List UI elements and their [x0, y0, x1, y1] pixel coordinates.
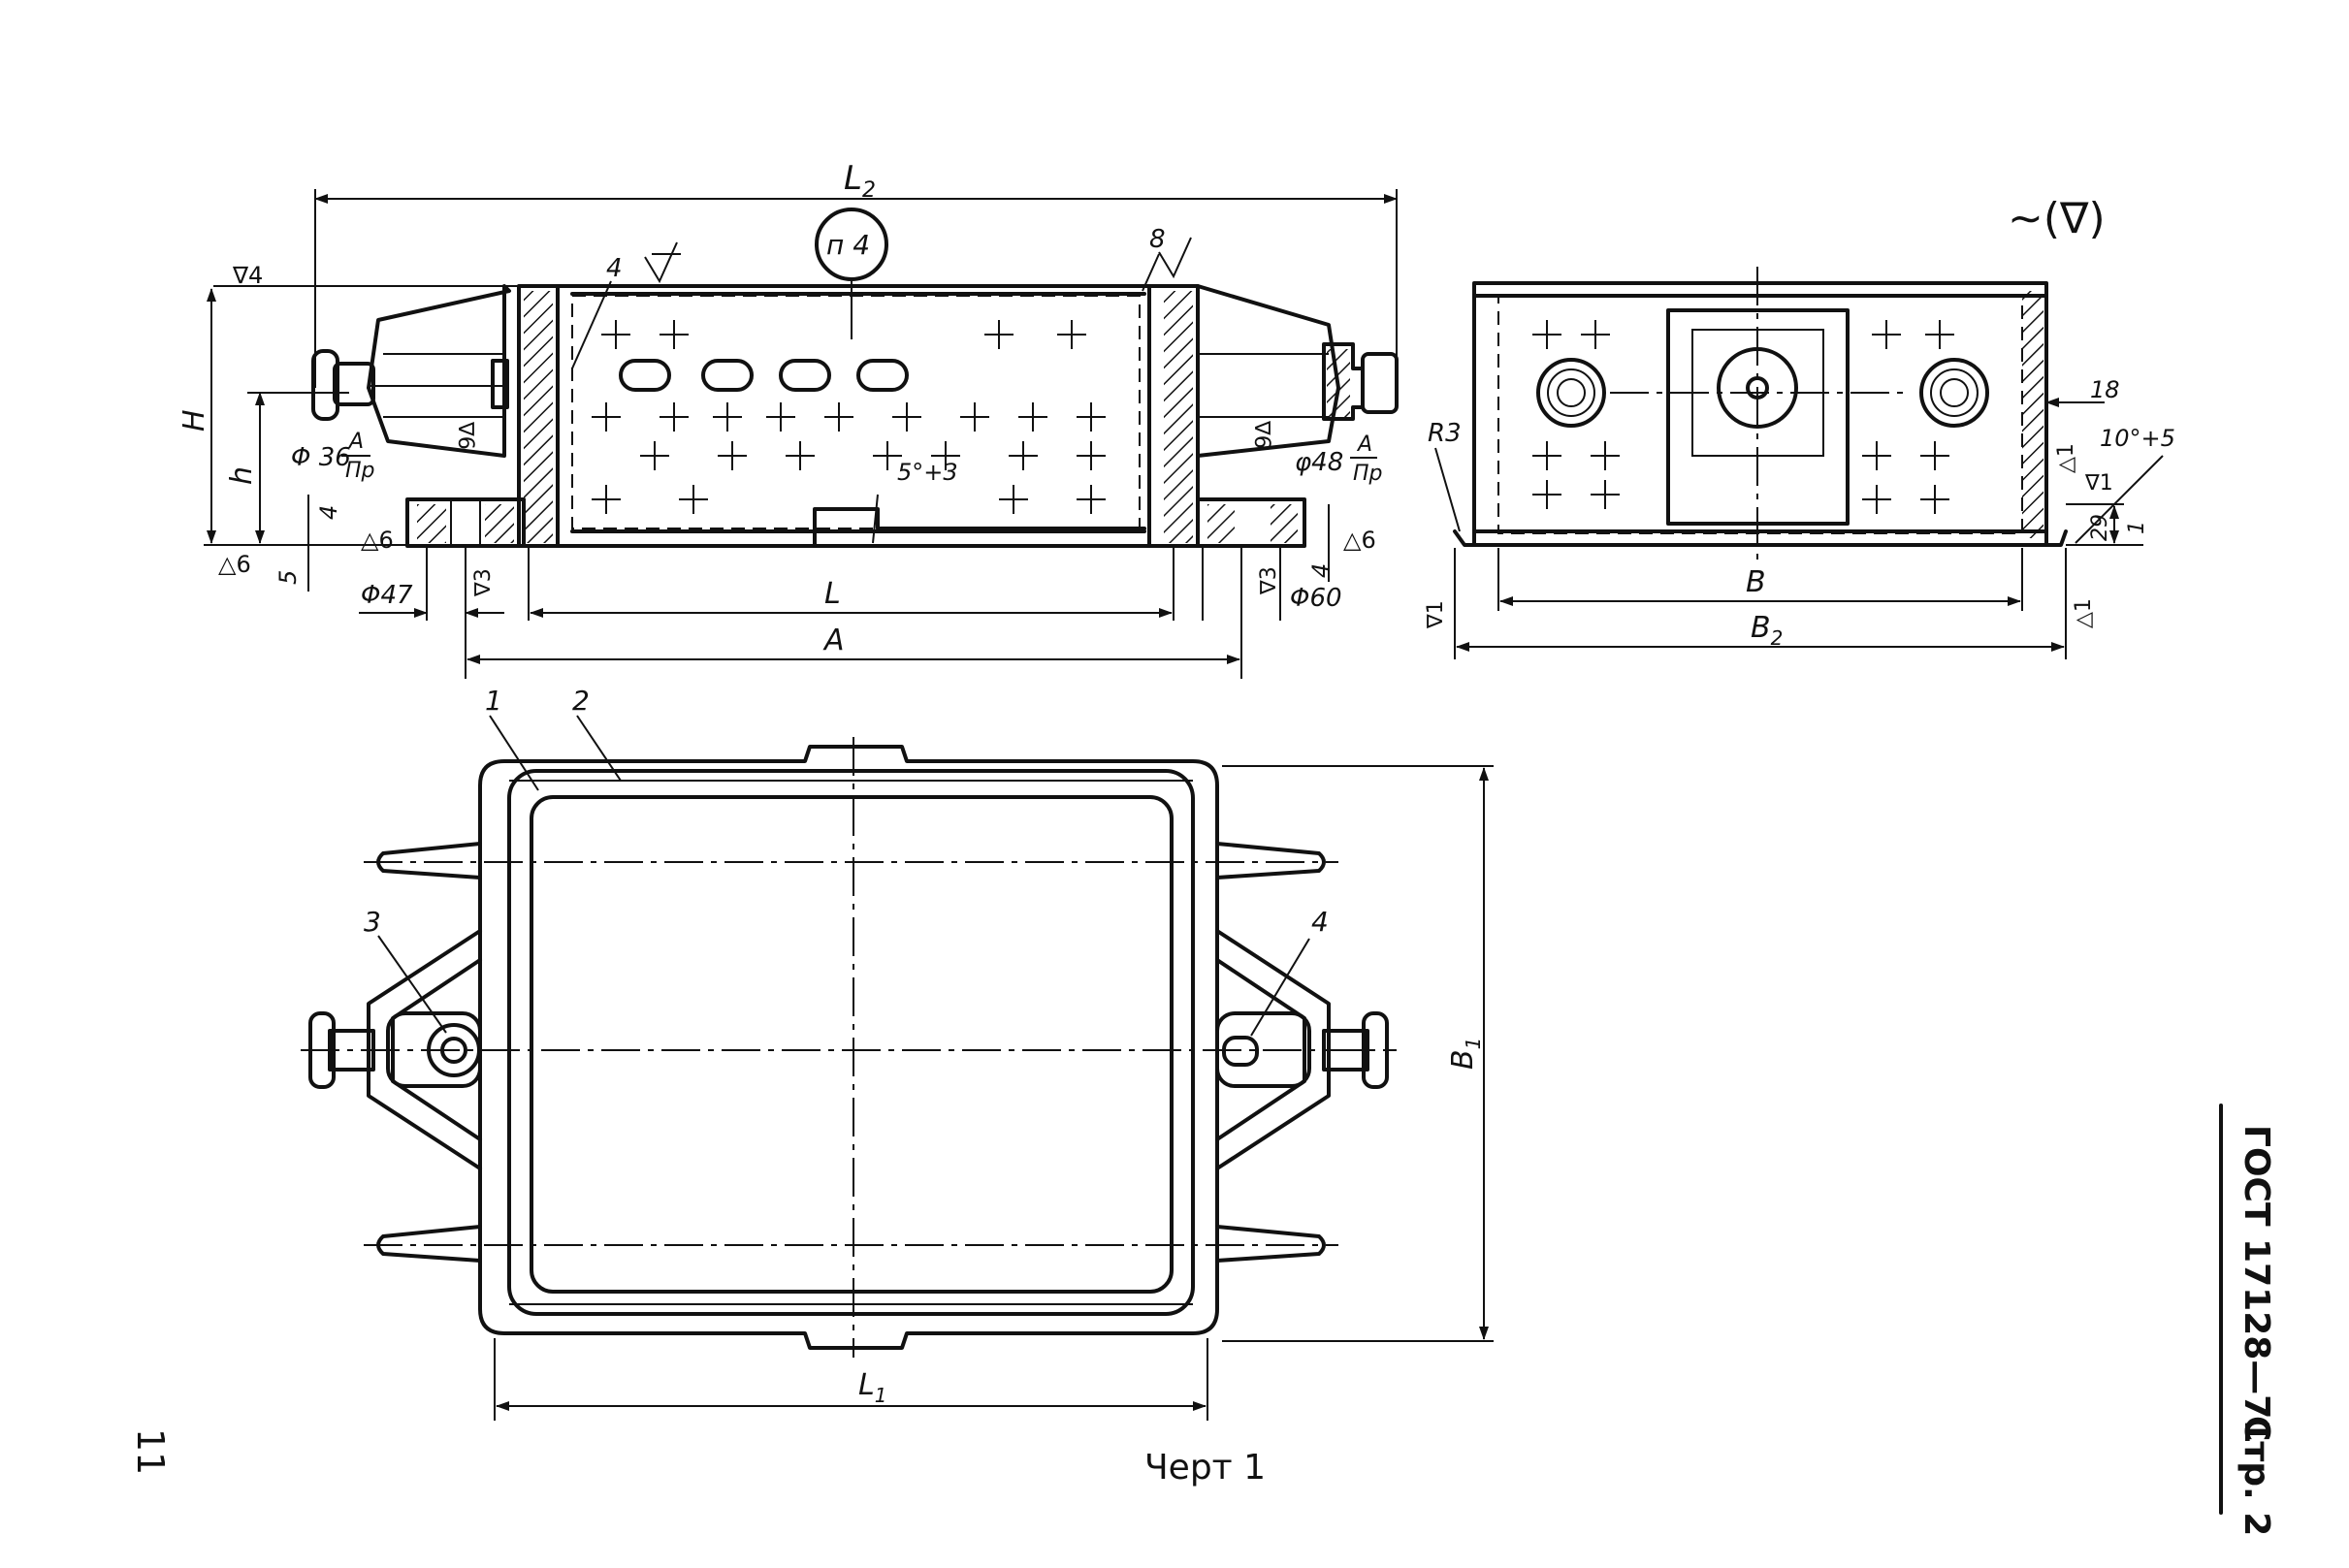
surface-symbol: ∼(∇): [2008, 194, 2106, 243]
rough-v3-right: ∇3: [1257, 566, 1281, 595]
plan-cavity: [530, 795, 1174, 1294]
left-flange: [405, 497, 526, 548]
A-left: A: [347, 430, 364, 454]
dim-h: h: [225, 466, 259, 485]
right-trunnion-knob: [1361, 352, 1399, 414]
dia-36: Φ 36: [291, 443, 351, 472]
dim-1: 1: [2125, 521, 2149, 534]
side-boss-left: [1536, 358, 1606, 428]
callout-2: 2: [572, 685, 590, 717]
dia-47: Φ47: [361, 581, 413, 610]
rough-v6-left: ∇6: [453, 421, 477, 450]
rough-v1-a: ∇1: [2084, 471, 2113, 496]
top-elevation-view: L2 п 4 H h ∇4 △6 4 5 Φ 36 A Пр ∇6: [177, 159, 1399, 679]
callout-4-top: 4: [606, 254, 623, 283]
side-boss-right: [1919, 358, 1989, 428]
pin-bottom-left: [376, 1225, 482, 1263]
angle-5: 5°+3: [897, 459, 958, 486]
roughness-top: ∇4: [232, 262, 263, 289]
inner-wall-dashed: [571, 295, 1141, 529]
dim-L1: L1: [858, 1368, 886, 1407]
dim-H: H: [177, 409, 211, 432]
dim-B1: B1: [1446, 1038, 1485, 1070]
plan-view: 1 2 3 4 B1 L1: [301, 685, 1494, 1421]
pr-left: Пр: [345, 459, 375, 483]
dim-B: B: [1746, 565, 1766, 599]
stamp-page: Стр. 2: [2236, 1416, 2276, 1536]
tri1-a: △1: [2054, 443, 2078, 473]
vent-crosses: [592, 320, 1106, 514]
dim-4-right: 4: [1307, 563, 1335, 578]
dim-29: 29: [2088, 514, 2112, 541]
circle-label: п 4: [826, 229, 870, 261]
rough-v6-right: ∇6: [1249, 420, 1273, 449]
slot-4: [856, 359, 909, 392]
tri1-right: △1: [2072, 598, 2096, 628]
left-wall-hatch: [524, 291, 553, 543]
dia-48: φ48: [1295, 448, 1343, 477]
dim-5: 5: [274, 570, 302, 585]
side-view: ∼(∇) R3 18 10°+5 ∇1: [1424, 194, 2175, 659]
callout-1: 1: [485, 685, 502, 717]
bottom-step: [813, 507, 1146, 548]
plan-outer-body: [478, 745, 1219, 1350]
pin-top-right: [1215, 842, 1326, 880]
left-trunnion-knob: [311, 349, 339, 421]
stamp-standard: ГОСТ 17128—71: [2236, 1125, 2276, 1443]
page-number: 11: [129, 1428, 172, 1475]
dim-18: 18: [2090, 376, 2120, 403]
A-right: A: [1356, 432, 1372, 457]
dia-60: Φ60: [1290, 584, 1342, 613]
R3: R3: [1428, 419, 1462, 448]
callout-8: 8: [1149, 225, 1166, 254]
angle-10: 10°+5: [2100, 425, 2175, 452]
slot-3: [779, 359, 831, 392]
slot-2: [701, 359, 754, 392]
left-trunnion-cone: [367, 284, 511, 458]
drawing-caption: Черт 1: [1144, 1448, 1266, 1488]
callout-4-plan: 4: [1311, 906, 1329, 938]
pin-bottom-right: [1215, 1225, 1326, 1263]
tri6-left: △6: [361, 527, 394, 554]
right-wall-hatch: [1164, 291, 1193, 543]
left-trunnion-stem: [333, 362, 375, 406]
side-center-block: [1666, 308, 1850, 526]
slot-1: [619, 359, 671, 392]
dim-4: 4: [315, 505, 342, 520]
dim-B2: B2: [1751, 611, 1783, 650]
pr-right: Пр: [1353, 462, 1383, 486]
dim-L2-label: L2: [844, 159, 876, 203]
rough-v1-left: ∇1: [1424, 600, 1448, 629]
dim-L: L: [824, 577, 841, 611]
pin-top-left: [376, 842, 482, 880]
dim-A: A: [822, 624, 845, 657]
plan-inner-rim: [507, 769, 1195, 1316]
right-flange: [1196, 497, 1306, 548]
tri6-right: △6: [1343, 527, 1376, 554]
left-trunnion-collar: [491, 359, 509, 409]
rough-v3-left: ∇3: [471, 568, 496, 597]
roughness-bottom: △6: [218, 551, 251, 578]
callout-3: 3: [364, 906, 381, 938]
side-base: [1453, 529, 2068, 547]
